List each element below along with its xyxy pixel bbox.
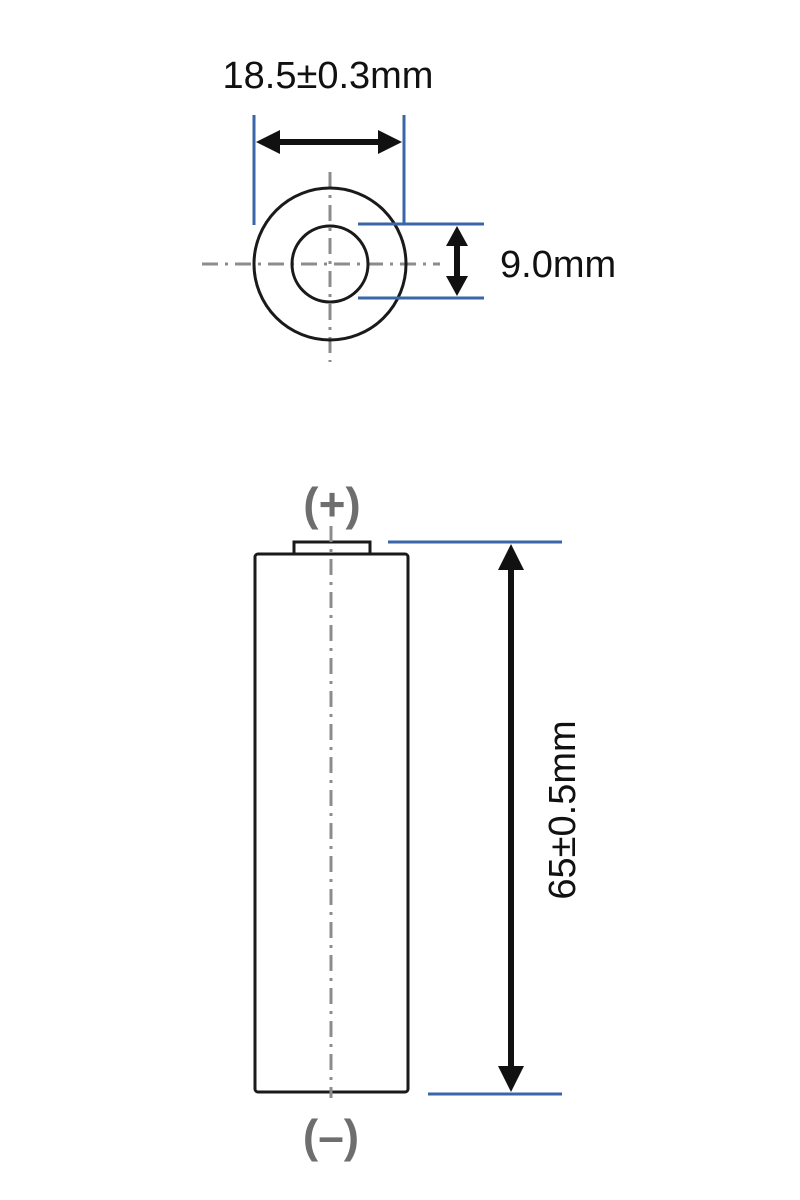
negative-terminal-label: (–) [303,1110,359,1162]
positive-terminal-nub [292,540,372,556]
positive-terminal-label: (+) [303,478,361,530]
side-view: (+) 65±0.5mm (–) [253,478,584,1162]
hole-arrow-bottom [446,276,468,296]
hole-label: 9.0mm [500,244,616,286]
length-arrow-bottom [498,1066,524,1092]
diameter-arrow-right [378,130,402,154]
length-label: 65±0.5mm [542,720,584,899]
hole-arrow-top [446,226,468,246]
outer-diameter-circle [252,186,408,342]
diameter-arrow-left [256,130,280,154]
center-hole-circle [290,224,370,304]
top-view: 18.5±0.3mm 9.0mm [202,55,616,362]
diameter-label: 18.5±0.3mm [223,55,434,97]
length-arrow-top [498,544,524,570]
